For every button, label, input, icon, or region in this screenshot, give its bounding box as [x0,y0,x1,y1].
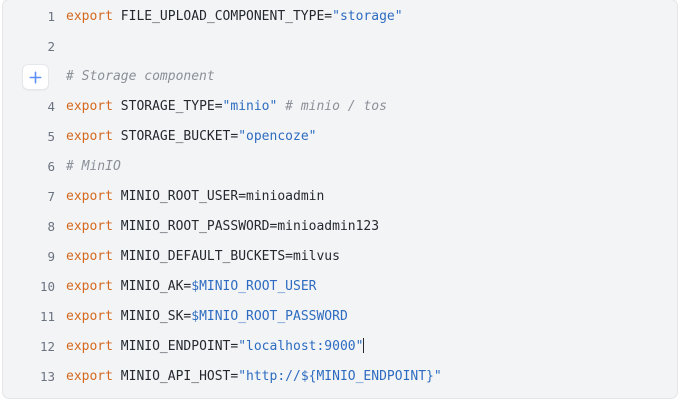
code-token-value: minioadmin [246,189,325,204]
code-token-identifier: MINIO_API_HOST [120,369,231,384]
code-line-content[interactable]: export MINIO_DEFAULT_BUCKETS=milvus [55,242,677,272]
code-line[interactable]: 6 # MinIO [3,152,677,182]
code-token-keyword: export [66,9,113,24]
code-token-identifier: FILE_UPLOAD_COMPONENT_TYPE [120,9,325,24]
code-token-value [113,249,121,264]
code-token-value: milvus [293,249,340,264]
line-number: 5 [47,129,55,144]
code-token-value [113,369,121,384]
code-token-keyword: export [66,129,113,144]
line-number: 10 [39,279,55,294]
code-token-operator: = [230,369,239,384]
code-token-keyword: export [66,339,113,354]
code-line[interactable]: 2 [3,32,677,62]
code-token-identifier: STORAGE_TYPE [120,99,215,114]
code-token-string: "storage" [332,9,403,24]
code-token-operator: = [183,279,192,294]
code-token-value [113,189,121,204]
code-token-operator: = [238,189,247,204]
code-line-content[interactable]: export MINIO_ROOT_USER=minioadmin [55,182,677,212]
code-line[interactable]: # Storage component [3,62,677,92]
code-token-string: "minio" [222,99,278,114]
code-token-operator: = [269,219,278,234]
line-number: 11 [39,309,55,324]
code-token-comment: # MinIO [66,159,121,174]
code-token-identifier: MINIO_ENDPOINT [120,339,231,354]
code-token-operator: = [214,99,223,114]
code-token-keyword: export [66,99,113,114]
code-token-identifier: MINIO_SK [120,309,184,324]
code-token-comment: # minio / tos [285,99,387,114]
line-number: 13 [39,369,55,384]
code-token-keyword: export [66,369,113,384]
code-token-identifier: MINIO_ROOT_USER [120,189,239,204]
code-token-value [277,99,285,114]
code-token-keyword: export [66,309,113,324]
code-token-value [113,219,121,234]
line-number: 12 [39,339,55,354]
line-number: 1 [47,9,55,24]
code-token-identifier: MINIO_DEFAULT_BUCKETS [120,249,286,264]
code-line-content[interactable]: export MINIO_API_HOST="http://${MINIO_EN… [55,362,677,392]
code-token-string: "localhost:9000" [238,339,364,354]
code-token-operator: = [324,9,333,24]
code-token-variable: $MINIO_ROOT_USER [191,279,317,294]
code-token-value: minioadmin123 [277,219,380,234]
code-token-value [113,309,121,324]
code-token-operator: = [230,129,239,144]
code-token-operator: = [230,339,239,354]
code-token-value [113,279,121,294]
line-number: 4 [47,99,55,114]
code-token-identifier: MINIO_ROOT_PASSWORD [120,219,270,234]
code-token-string: "opencoze" [238,129,317,144]
code-line-content[interactable]: export FILE_UPLOAD_COMPONENT_TYPE="stora… [55,2,677,32]
code-token-variable: $MINIO_ROOT_PASSWORD [191,309,348,324]
code-line-content[interactable]: # Storage component [55,62,677,92]
code-line-content[interactable]: export MINIO_ENDPOINT="localhost:9000" [55,332,677,362]
code-line-content[interactable]: export MINIO_SK=$MINIO_ROOT_PASSWORD [55,302,677,332]
line-number: 6 [47,159,55,174]
line-number: 7 [47,189,55,204]
code-token-identifier: MINIO_AK [120,279,184,294]
code-line-content[interactable]: # MinIO [55,152,677,182]
line-number: 2 [47,39,55,54]
gutter-add-line [3,64,55,90]
code-token-operator: = [285,249,293,264]
text-cursor [363,338,365,353]
code-token-comment: # Storage component [66,69,215,84]
code-token-value [113,129,121,144]
plus-icon [29,71,42,83]
code-token-keyword: export [66,189,113,204]
code-token-string: "http://${MINIO_ENDPOINT}" [238,369,442,384]
line-number: 9 [47,249,55,264]
code-token-keyword: export [66,249,113,264]
code-token-operator: = [183,309,192,324]
add-line-button[interactable] [22,64,49,90]
code-token-value [113,339,121,354]
code-token-value [113,9,121,24]
code-line-content[interactable]: export MINIO_ROOT_PASSWORD=minioadmin123 [55,212,677,242]
code-line-content[interactable]: export STORAGE_TYPE="minio" # minio / to… [55,92,677,122]
code-token-keyword: export [66,219,113,234]
code-line-content[interactable]: export MINIO_AK=$MINIO_ROOT_USER [55,272,677,302]
code-token-identifier: STORAGE_BUCKET [120,129,231,144]
code-token-keyword: export [66,279,113,294]
line-number: 8 [47,219,55,234]
code-line-content[interactable]: export STORAGE_BUCKET="opencoze" [55,122,677,152]
code-token-value [113,99,121,114]
